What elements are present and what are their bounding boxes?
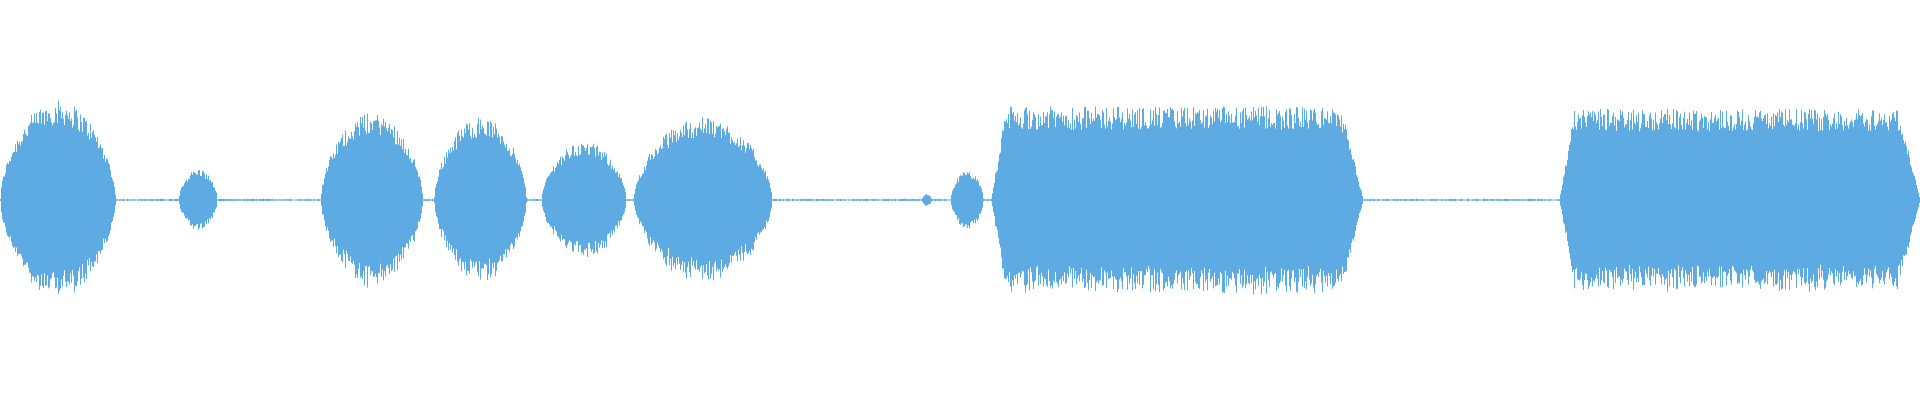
waveform-signal xyxy=(0,100,1920,295)
